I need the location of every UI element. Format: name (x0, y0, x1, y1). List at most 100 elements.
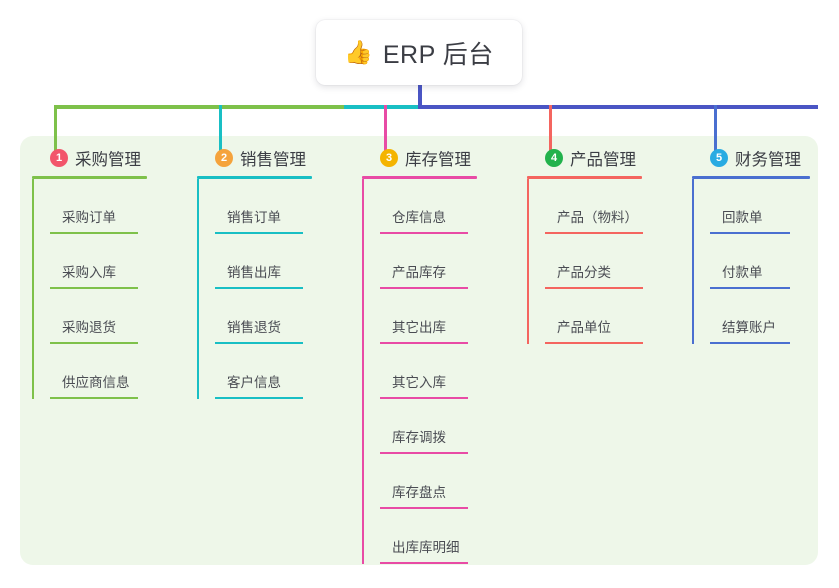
leaf-node[interactable]: 产品（物料） (545, 179, 679, 234)
leaf-node[interactable]: 回款单 (710, 179, 818, 234)
root-node-title: ERP 后台 (382, 40, 494, 69)
branch-drop-connector-1 (54, 105, 57, 153)
leaf-node-underline (545, 232, 643, 234)
branch-leaf-list: 采购订单采购入库采购退货供应商信息 (32, 179, 184, 399)
leaf-node-label: 产品分类 (557, 265, 611, 280)
leaf-node-underline (380, 507, 468, 509)
leaf-node-label: 库存调拨 (392, 430, 446, 445)
branch-header-2[interactable]: 2 销售管理 (197, 146, 349, 170)
leaf-node-label: 库存盘点 (392, 485, 446, 500)
branch-spine-line (197, 179, 199, 399)
root-trunk-connector (418, 85, 422, 107)
branch-spine-line (362, 179, 364, 564)
leaf-node[interactable]: 采购入库 (50, 234, 184, 289)
leaf-node[interactable]: 付款单 (710, 234, 818, 289)
branch-spine-line (527, 179, 529, 344)
branch-number-badge: 3 (380, 149, 398, 167)
leaf-node-label: 客户信息 (227, 375, 281, 390)
branch-drop-connector-2 (219, 105, 222, 153)
leaf-node[interactable]: 产品库存 (380, 234, 514, 289)
leaf-node-label: 付款单 (722, 265, 763, 280)
leaf-node[interactable]: 产品分类 (545, 234, 679, 289)
leaf-node-underline (545, 287, 643, 289)
leaf-node[interactable]: 产品单位 (545, 289, 679, 344)
leaf-node-label: 产品库存 (392, 265, 446, 280)
leaf-node-label: 采购退货 (62, 320, 116, 335)
thumbs-up-icon: 👍 (344, 39, 373, 65)
leaf-node[interactable]: 库存盘点 (380, 454, 514, 509)
horizontal-bus-segment-3 (418, 105, 818, 109)
branch-column-1: 1 采购管理采购订单采购入库采购退货供应商信息 (32, 146, 184, 399)
root-node-card[interactable]: 👍 ERP 后台 (316, 20, 522, 85)
leaf-node-underline (380, 397, 468, 399)
branch-header-3[interactable]: 3 库存管理 (362, 146, 514, 170)
branch-leaf-list: 仓库信息产品库存其它出库其它入库库存调拨库存盘点出库库明细 (362, 179, 514, 564)
branch-leaf-list: 销售订单销售出库销售退货客户信息 (197, 179, 349, 399)
branch-leaf-list: 产品（物料） 产品分类产品单位 (527, 179, 679, 344)
leaf-node-underline (215, 397, 303, 399)
leaf-node-label: 回款单 (722, 210, 763, 225)
leaf-node[interactable]: 出库库明细 (380, 509, 514, 564)
branch-spine-line (692, 179, 694, 344)
leaf-node[interactable]: 销售订单 (215, 179, 349, 234)
leaf-node-underline (710, 287, 790, 289)
leaf-node-label: 产品单位 (557, 320, 611, 335)
leaf-node-underline (380, 287, 468, 289)
branch-header-1[interactable]: 1 采购管理 (32, 146, 184, 170)
leaf-node-label: 其它入库 (392, 375, 446, 390)
branch-drop-connector-5 (714, 105, 717, 153)
leaf-node-label: 供应商信息 (62, 375, 130, 390)
branch-number-badge: 5 (710, 149, 728, 167)
horizontal-bus-segment-1 (54, 105, 344, 109)
leaf-node-label: 采购订单 (62, 210, 116, 225)
leaf-node-underline (215, 287, 303, 289)
leaf-node[interactable]: 供应商信息 (50, 344, 184, 399)
branch-title: 财务管理 (735, 151, 801, 169)
branch-number-badge: 2 (215, 149, 233, 167)
leaf-node-label: 出库库明细 (392, 540, 460, 555)
branch-header-underline (32, 176, 147, 179)
branch-title: 产品管理 (570, 151, 636, 169)
branch-title: 库存管理 (405, 151, 471, 169)
leaf-node[interactable]: 其它入库 (380, 344, 514, 399)
leaf-node-label: 产品（物料） (557, 210, 638, 225)
leaf-node[interactable]: 客户信息 (215, 344, 349, 399)
leaf-node[interactable]: 结算账户 (710, 289, 818, 344)
leaf-node[interactable]: 其它出库 (380, 289, 514, 344)
branch-column-2: 2 销售管理销售订单销售出库销售退货客户信息 (197, 146, 349, 399)
leaf-node[interactable]: 销售出库 (215, 234, 349, 289)
leaf-node-underline (50, 342, 138, 344)
leaf-node-label: 销售出库 (227, 265, 281, 280)
branch-column-3: 3 库存管理仓库信息产品库存其它出库其它入库库存调拨库存盘点出库库明细 (362, 146, 514, 564)
branch-column-5: 5 财务管理回款单付款单结算账户 (692, 146, 818, 344)
leaf-node[interactable]: 仓库信息 (380, 179, 514, 234)
leaf-node-label: 采购入库 (62, 265, 116, 280)
leaf-node-underline (50, 232, 138, 234)
leaf-node-underline (380, 452, 468, 454)
branch-header-underline (527, 176, 642, 179)
branch-drop-connector-4 (549, 105, 552, 153)
leaf-node-underline (710, 232, 790, 234)
branch-title: 销售管理 (240, 151, 306, 169)
leaf-node-label: 销售退货 (227, 320, 281, 335)
leaf-node-underline (50, 397, 138, 399)
leaf-node-underline (215, 232, 303, 234)
leaf-node[interactable]: 销售退货 (215, 289, 349, 344)
branch-header-underline (692, 176, 810, 179)
branch-number-badge: 1 (50, 149, 68, 167)
leaf-node-underline (215, 342, 303, 344)
leaf-node-label: 其它出库 (392, 320, 446, 335)
leaf-node[interactable]: 库存调拨 (380, 399, 514, 454)
branch-header-5[interactable]: 5 财务管理 (692, 146, 818, 170)
leaf-node[interactable]: 采购订单 (50, 179, 184, 234)
leaf-node-underline (380, 232, 468, 234)
branch-header-underline (362, 176, 477, 179)
horizontal-bus-segment-2 (344, 105, 420, 109)
branch-title: 采购管理 (75, 151, 141, 169)
leaf-node[interactable]: 采购退货 (50, 289, 184, 344)
leaf-node-label: 结算账户 (722, 320, 776, 335)
branch-spine-line (32, 179, 34, 399)
